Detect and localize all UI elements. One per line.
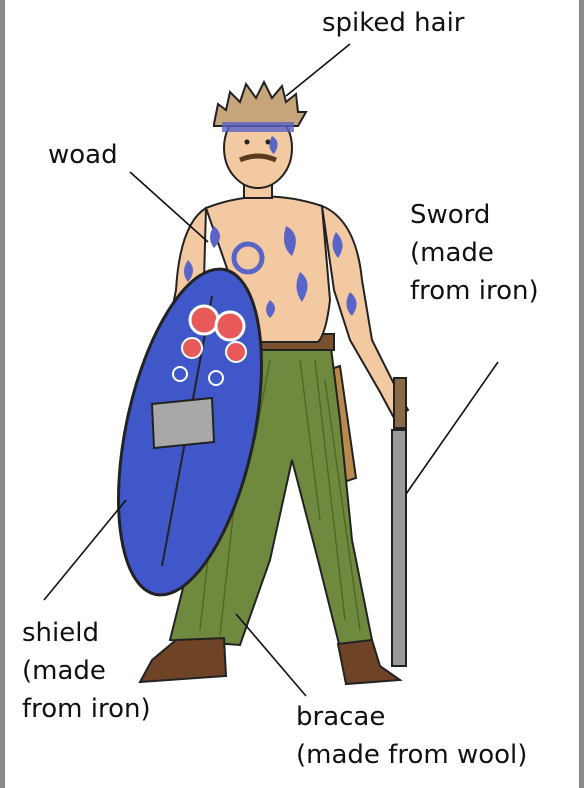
label-woad-text: woad [48, 140, 118, 170]
leader-shield [44, 500, 126, 600]
label-sword-line-2: (made [410, 234, 539, 272]
label-shield: shield (made from iron) [22, 614, 151, 728]
leader-sword [406, 362, 498, 494]
label-bracae: bracae (made from wool) [296, 698, 527, 774]
leader-bracae [236, 614, 306, 696]
label-bracae-line-1: bracae [296, 698, 527, 736]
left-eye [245, 140, 250, 145]
label-shield-line-3: from iron) [22, 690, 151, 728]
label-sword-line-1: Sword [410, 196, 539, 234]
label-sword-line-3: from iron) [410, 272, 539, 310]
label-spiked-hair: spiked hair [322, 4, 465, 42]
sword [392, 378, 406, 666]
spiked-hair [214, 82, 306, 126]
woad-headband [222, 122, 294, 132]
label-shield-line-2: (made [22, 652, 151, 690]
label-woad: woad [48, 136, 118, 174]
right-boot [338, 640, 400, 684]
leader-hair [286, 44, 350, 96]
label-bracae-line-2: (made from wool) [296, 736, 527, 774]
label-shield-line-1: shield [22, 614, 151, 652]
leader-woad [130, 172, 208, 242]
left-boot [140, 638, 226, 682]
label-sword: Sword (made from iron) [410, 196, 539, 310]
label-spiked-hair-text: spiked hair [322, 8, 465, 38]
shield-boss [152, 398, 214, 448]
